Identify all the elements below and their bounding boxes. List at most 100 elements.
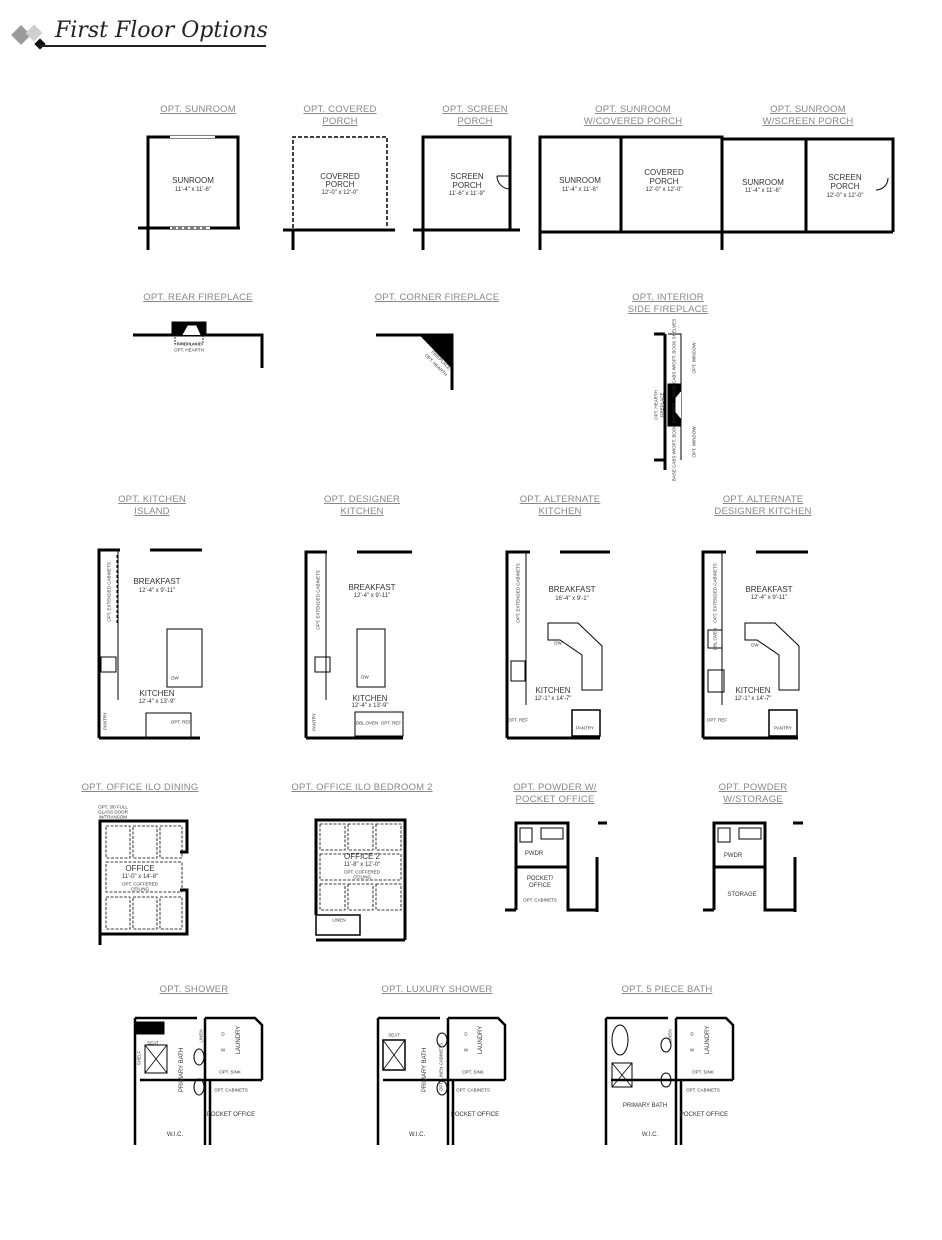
room-name: PORCH bbox=[830, 182, 860, 191]
pantry-label: PANTRY bbox=[102, 712, 108, 730]
option-label-corner-fireplace[interactable]: OPT. CORNER FIREPLACE bbox=[374, 292, 500, 303]
room-name: W.I.C. bbox=[166, 1132, 184, 1138]
room-name: LAUNDRY bbox=[478, 1025, 484, 1055]
plan-office-ilo-bedroom2 bbox=[314, 818, 407, 942]
option-label-sunroom-covered-porch[interactable]: OPT. SUNROOM W/COVERED PORCH bbox=[583, 104, 683, 127]
washer-label: W bbox=[463, 1047, 469, 1053]
plan-shower bbox=[133, 1016, 264, 1145]
oven-label: DBL OVEN bbox=[712, 627, 718, 651]
ref-label: OPT. REF bbox=[706, 717, 728, 723]
hearth-label: OPT. HEARTH bbox=[174, 347, 204, 353]
room-dims: 12'-4" x 9'-11" bbox=[750, 595, 788, 601]
pantry-label: PANTRY bbox=[774, 725, 792, 731]
option-label-office-ilo-bedroom2[interactable]: OPT. OFFICE ILO BEDROOM 2 bbox=[291, 782, 433, 793]
room-name: OFFICE bbox=[125, 864, 155, 873]
option-label-designer-kitchen[interactable]: OPT. DESIGNER KITCHEN bbox=[324, 494, 400, 517]
oven-label: DBL OVEN bbox=[355, 720, 379, 726]
option-label-alternate-designer-kitchen[interactable]: OPT. ALTERNATE DESIGNER KITCHEN bbox=[714, 494, 812, 517]
option-label-office-ilo-dining[interactable]: OPT. OFFICE ILO DINING bbox=[81, 782, 199, 793]
linen-label: LINEN bbox=[198, 1029, 204, 1043]
shelf-label: SHELF bbox=[136, 1050, 142, 1066]
dishwasher-label: DW bbox=[171, 675, 179, 681]
cabinets-label: OPT. CABINETS bbox=[523, 897, 557, 903]
room-name: PRIMARY BATH bbox=[179, 1047, 185, 1093]
ref-label: OPT. REF bbox=[170, 719, 192, 725]
room-name: COVERED bbox=[644, 168, 684, 177]
cabinets-label: BASE CABS W/OPT. BOOK SHELVES bbox=[671, 402, 677, 482]
dishwasher-label: DW bbox=[361, 674, 369, 680]
option-label-interior-side-fireplace[interactable]: OPT. INTERIOR SIDE FIREPLACE bbox=[627, 292, 709, 315]
door-note: OPT. 3/0 FULL GLASS DOOR W/TRANSOM bbox=[98, 804, 128, 820]
cabinets-label: OPT. EXTENDED CABINETS bbox=[712, 563, 718, 623]
option-label-powder-storage[interactable]: OPT. POWDER W/STORAGE bbox=[718, 782, 788, 805]
option-label-rear-fireplace[interactable]: OPT. REAR FIREPLACE bbox=[143, 292, 253, 303]
room-dims: 12'-0" x 12'-0" bbox=[321, 190, 359, 196]
option-label-alternate-kitchen[interactable]: OPT. ALTERNATE KITCHEN bbox=[519, 494, 601, 517]
linen-label: LINEN bbox=[667, 1029, 673, 1043]
room-name: SCREEN bbox=[450, 172, 484, 181]
cabinets-label: OPT. EXTENDED CABINETS bbox=[515, 563, 521, 623]
option-label-screen-porch[interactable]: OPT. SCREEN PORCH bbox=[442, 104, 508, 127]
room-name: PWDR bbox=[524, 851, 544, 857]
room-dims: 12'-1" x 14'-7" bbox=[734, 696, 772, 702]
plan-powder-pocket-office bbox=[505, 821, 607, 912]
room-name: POCKET OFFICE bbox=[206, 1112, 256, 1118]
sink-label: OPT. SINK bbox=[692, 1069, 714, 1075]
washer-label: W bbox=[220, 1047, 226, 1053]
option-label-kitchen-island[interactable]: OPT. KITCHEN ISLAND bbox=[118, 494, 186, 517]
room-name: KITCHEN bbox=[735, 686, 771, 695]
window-label: OPT. WINDOW bbox=[691, 342, 697, 374]
room-name: POCKET/ bbox=[526, 876, 554, 882]
plan-sunroom-covered-porch bbox=[538, 135, 724, 250]
option-label-shower[interactable]: OPT. SHOWER bbox=[159, 984, 229, 995]
option-label-powder-pocket-office[interactable]: OPT. POWDER W/ POCKET OFFICE bbox=[513, 782, 597, 805]
option-label-covered-porch[interactable]: OPT. COVERED PORCH bbox=[303, 104, 377, 127]
room-name: POCKET OFFICE bbox=[450, 1112, 500, 1118]
room-name: LAUNDRY bbox=[236, 1025, 242, 1055]
washer-label: W bbox=[689, 1047, 695, 1053]
sink-label: OPT. SINK bbox=[462, 1069, 484, 1075]
room-name: KITCHEN bbox=[139, 689, 175, 698]
plan-corner-fireplace bbox=[376, 333, 454, 390]
ref-label: OPT. REF bbox=[507, 717, 529, 723]
room-dims: 12'-0" x 12'-0" bbox=[826, 193, 864, 199]
page-title: First Floor Options bbox=[55, 18, 268, 43]
plan-alternate-kitchen bbox=[505, 550, 610, 740]
room-name: SUNROOM bbox=[559, 176, 601, 185]
option-label-luxury-shower[interactable]: OPT. LUXURY SHOWER bbox=[381, 984, 493, 995]
room-name: W.I.C. bbox=[408, 1132, 426, 1138]
ceiling-note: CEILING bbox=[130, 886, 150, 892]
plan-office-ilo-dining bbox=[98, 819, 189, 945]
plan-sunroom-screen-porch bbox=[720, 137, 895, 250]
room-dims: 11'-6" x 11'-9" bbox=[448, 191, 486, 197]
room-name: STORAGE bbox=[727, 892, 757, 898]
room-dims: 11'-4" x 11'-6" bbox=[174, 187, 212, 193]
linen-label: LINEN bbox=[332, 917, 346, 923]
option-label-sunroom-screen-porch[interactable]: OPT. SUNROOM W/SCREEN PORCH bbox=[762, 104, 854, 127]
option-label-5-piece-bath[interactable]: OPT. 5 PIECE BATH bbox=[621, 984, 713, 995]
room-name: BREAKFAST bbox=[133, 577, 181, 586]
plan-powder-storage bbox=[703, 821, 803, 912]
room-name: SCREEN bbox=[828, 173, 862, 182]
room-name: PRIMARY BATH bbox=[622, 1103, 668, 1109]
option-label-sunroom[interactable]: OPT. SUNROOM bbox=[160, 104, 236, 115]
dryer-label: D bbox=[690, 1031, 694, 1037]
ref-label: OPT. REF bbox=[380, 720, 402, 726]
room-name: PRIMARY BATH bbox=[422, 1047, 428, 1093]
diamond-logo-icon bbox=[11, 24, 46, 50]
room-name: BREAKFAST bbox=[548, 585, 596, 594]
plan-designer-kitchen bbox=[304, 550, 412, 740]
room-name: PORCH bbox=[649, 177, 679, 186]
room-dims: 12'-1" x 14'-7" bbox=[534, 696, 572, 702]
title-underline bbox=[40, 45, 266, 47]
pantry-label: PANTRY bbox=[576, 725, 594, 731]
cabinets-label: BASE CABS W/OPT. BOOK SHELVES bbox=[671, 318, 677, 398]
dryer-label: D bbox=[221, 1031, 225, 1037]
window-label: OPT. WINDOW bbox=[691, 426, 697, 458]
cabinets-label: OPT. CABINETS bbox=[686, 1087, 720, 1093]
room-name: OFFICE 2 bbox=[343, 852, 381, 861]
fireplace-label: FIREPLACE bbox=[659, 392, 665, 418]
room-name: LAUNDRY bbox=[705, 1025, 711, 1055]
